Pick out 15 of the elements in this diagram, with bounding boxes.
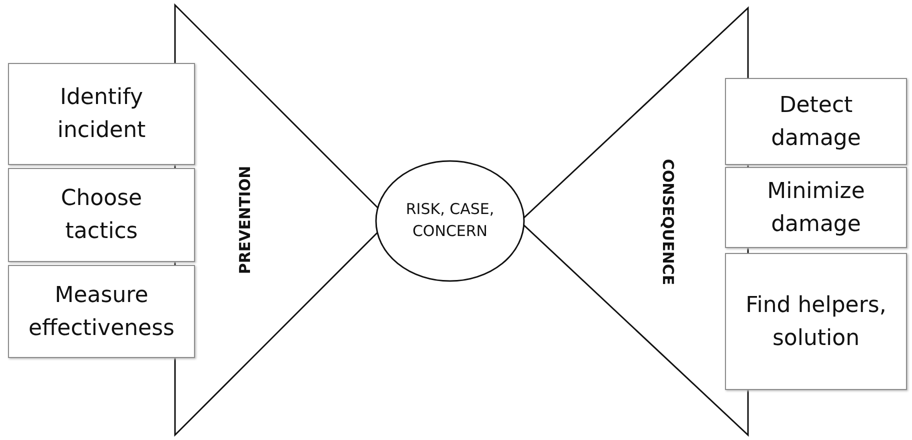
side-label: CONSEQUENCE (659, 158, 677, 285)
center-label: RISK, CASE, CONCERN (404, 199, 496, 242)
step-box (725, 78, 907, 165)
step-label: Identify incident (56, 84, 147, 145)
step-box (8, 168, 195, 262)
step-box (725, 253, 907, 390)
step-label: Detect damage (770, 92, 862, 152)
step-label: Choose tactics (60, 185, 144, 246)
step-box (8, 265, 195, 358)
step-label: Minimize damage (766, 178, 866, 238)
side-label: PREVENTION (236, 166, 254, 274)
step-label: Find helpers, solution (744, 292, 888, 352)
step-box (8, 63, 195, 165)
step-label: Measure effectiveness (27, 282, 176, 342)
step-box (725, 167, 907, 248)
